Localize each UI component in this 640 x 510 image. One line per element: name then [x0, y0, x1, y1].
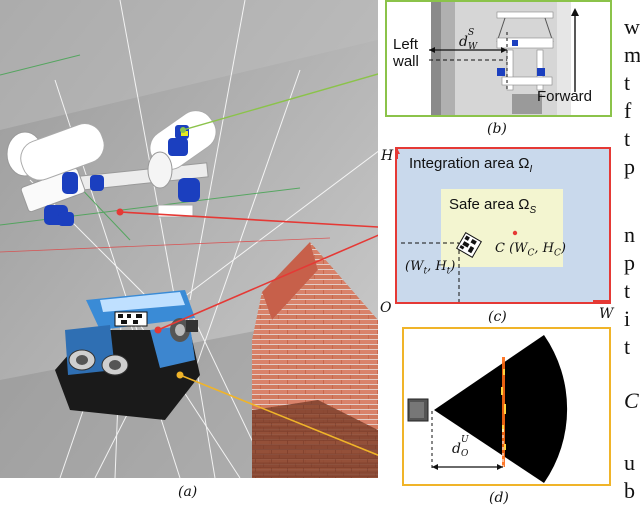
- side-letter: t: [624, 278, 631, 303]
- side-letter: t: [624, 334, 631, 359]
- h-axis-label: H: [381, 148, 394, 164]
- center-label: C (WC, HC): [495, 241, 566, 259]
- forward-label: Forward: [537, 88, 593, 105]
- panel-c: Integration area ΩI Safe area ΩS C (WC, …: [395, 147, 611, 304]
- side-letter: u: [624, 450, 635, 475]
- side-letter: n: [624, 222, 635, 247]
- caption-c: (c): [488, 309, 507, 325]
- integration-area-label: Integration area ΩI: [409, 155, 533, 175]
- side-letter: f: [624, 98, 632, 123]
- rover-model: [55, 290, 200, 420]
- side-letter: b: [624, 478, 635, 503]
- tag-position-label: (Wt, Ht): [405, 259, 456, 277]
- side-letter: t: [624, 126, 631, 151]
- safe-area: [441, 189, 563, 267]
- side-letter: p: [624, 250, 635, 275]
- caption-a: (a): [178, 484, 198, 500]
- side-letter: i: [624, 306, 631, 331]
- caption-d: (d): [489, 490, 509, 506]
- side-letter: p: [624, 154, 635, 179]
- brick-wall: [252, 242, 378, 478]
- side-letter: w: [624, 14, 640, 39]
- origin-label: O: [380, 300, 392, 316]
- side-letter: t: [624, 70, 631, 95]
- side-letter: m: [624, 42, 640, 67]
- safe-area-label: Safe area ΩS: [449, 196, 537, 216]
- caption-b: (b): [487, 121, 507, 137]
- simulation-scene: [0, 0, 378, 478]
- w-axis-label: W: [599, 306, 614, 322]
- left-wall-label: Left wall: [393, 36, 419, 70]
- side-letter: C: [624, 388, 639, 413]
